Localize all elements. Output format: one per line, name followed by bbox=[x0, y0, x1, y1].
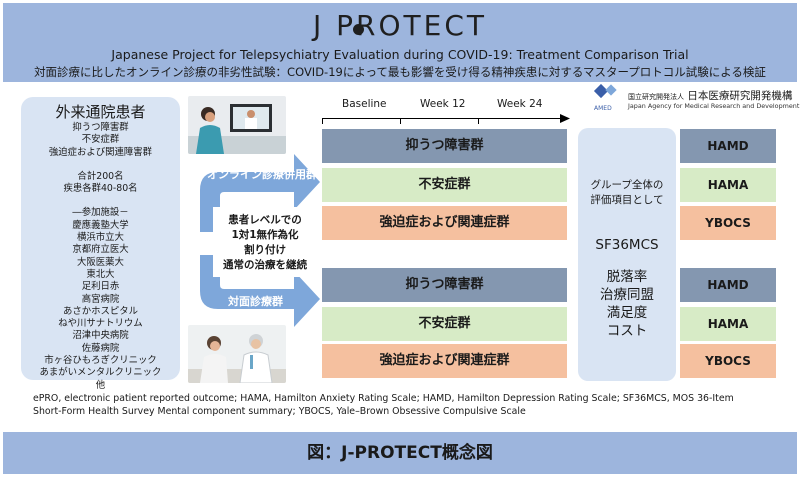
header-banner: J PROTECT Japanese Project for Telepsych… bbox=[3, 3, 797, 82]
site-item: 慶應義塾大学 bbox=[72, 219, 129, 231]
online-anxiety-group: 不安症群 bbox=[322, 168, 567, 202]
online-arm-label: オンライン診療併用群 bbox=[207, 168, 317, 181]
abbreviations-footnote: ePRO, electronic patient reported outcom… bbox=[33, 392, 793, 418]
amed-name-small: 国立研究開発法人 bbox=[628, 93, 684, 101]
amed-mark-text: AMED bbox=[594, 105, 612, 112]
disorder-item: 不安症群 bbox=[81, 134, 120, 146]
site-item: 市ヶ谷ひもろぎクリニック bbox=[44, 355, 157, 367]
timeline-axis bbox=[322, 118, 567, 119]
logo-dot bbox=[353, 24, 364, 35]
disorder-item: 抑うつ障害群 bbox=[72, 122, 129, 133]
site-item: 高宮病院 bbox=[81, 293, 120, 305]
secondary-outcome: 治療同盟 bbox=[600, 287, 654, 303]
randomization-box: 患者レベルでの 1対1無作為化 割り付け 通常の治療を継続 bbox=[213, 207, 317, 277]
secondary-outcome: コスト bbox=[606, 323, 648, 339]
disorder-item: 強迫症および関連障害群 bbox=[48, 146, 153, 158]
timeline-tick bbox=[400, 118, 401, 124]
global-lead-line: グループ全体の bbox=[590, 179, 664, 191]
randomization-line: 通常の治療を継続 bbox=[223, 259, 307, 271]
randomization-line: 1対1無作為化 bbox=[231, 229, 299, 241]
face-to-face-arm-label: 対面診療群 bbox=[228, 295, 283, 308]
face-to-face-arm-arrow bbox=[200, 255, 320, 327]
timeline-week24: Week 24 bbox=[497, 98, 543, 110]
site-item: 大阪医薬大 bbox=[77, 256, 124, 268]
randomization-line: 患者レベルでの bbox=[228, 214, 302, 226]
total-item: 疾患各群40-80名 bbox=[63, 183, 138, 195]
face-to-face-anxiety-scale: HAMA bbox=[680, 307, 776, 341]
face-to-face-ocd-group: 強迫症および関連症群 bbox=[322, 344, 567, 378]
amed-name-en: Japan Agency for Medical Research and De… bbox=[628, 102, 800, 110]
online-ocd-scale: YBOCS bbox=[680, 206, 776, 240]
online-depressive-scale: HAMD bbox=[680, 129, 776, 163]
title-japanese: 対面診療に比したオンライン診療の非劣性試験：COVID-19によって最も影響を受… bbox=[34, 65, 766, 79]
footnote-line: Short-Form Health Survey Mental componen… bbox=[33, 406, 526, 417]
global-lead-line: 評価項目として bbox=[590, 194, 664, 206]
patients-title: 外来通院患者 bbox=[55, 103, 146, 121]
figure-caption: 図：J-PROTECT概念図 bbox=[3, 432, 797, 474]
online-arm-arrow bbox=[200, 154, 320, 232]
face-to-face-depressive-group: 抑うつ障害群 bbox=[322, 268, 567, 302]
j-protect-logo: J PROTECT bbox=[3, 9, 797, 43]
timeline-arrowhead bbox=[560, 114, 570, 123]
site-item: 他 bbox=[95, 379, 106, 391]
face-to-face-depressive-scale: HAMD bbox=[680, 268, 776, 302]
secondary-outcome: 脱落率 bbox=[606, 269, 648, 285]
primary-outcome: SF36MCS bbox=[595, 237, 659, 253]
site-item: 沼津中央病院 bbox=[72, 330, 129, 342]
online-depressive-group: 抑うつ障害群 bbox=[322, 129, 567, 163]
randomization-line: 割り付け bbox=[244, 244, 286, 256]
face-to-face-ocd-scale: YBOCS bbox=[680, 344, 776, 378]
face-to-face-anxiety-group: 不安症群 bbox=[322, 307, 567, 341]
logo-text: J PROTECT bbox=[313, 9, 487, 42]
timeline-tick bbox=[322, 118, 323, 124]
site-item: あさかホスピタル bbox=[62, 305, 138, 317]
timeline-baseline: Baseline bbox=[342, 98, 387, 110]
footnote-line: ePRO, electronic patient reported outcom… bbox=[33, 393, 734, 404]
patients-panel: 外来通院患者 抑うつ障害群 不安症群 強迫症および関連障害群 合計200名 疾患… bbox=[21, 97, 180, 391]
face-to-face-photo bbox=[188, 325, 286, 383]
amed-name-jp: 国立研究開発法人 日本医療研究開発機構 bbox=[628, 88, 792, 103]
timeline-week12: Week 12 bbox=[420, 98, 466, 110]
site-item: 東北大 bbox=[86, 268, 115, 280]
total-item: 合計200名 bbox=[77, 170, 124, 182]
site-item: 京都府立医大 bbox=[72, 244, 129, 256]
site-item: 足利日赤 bbox=[81, 281, 120, 293]
site-item: 横浜市立大 bbox=[77, 232, 124, 244]
secondary-outcome: 満足度 bbox=[606, 305, 648, 321]
online-ocd-group: 強迫症および関連症群 bbox=[322, 206, 567, 240]
amed-logo-mark: AMED bbox=[593, 84, 617, 112]
site-item: ねや川サナトリウム bbox=[58, 318, 143, 330]
title-english: Japanese Project for Telepsychiatry Eval… bbox=[111, 47, 689, 62]
sites-header: ―参加施設－ bbox=[72, 207, 129, 219]
online-anxiety-scale: HAMA bbox=[680, 168, 776, 202]
site-item: あまがいメンタルクリニック bbox=[39, 367, 162, 379]
global-outcomes-panel: グループ全体の 評価項目として SF36MCS 脱落率 治療同盟 満足度 コスト bbox=[578, 128, 676, 381]
online-consultation-photo bbox=[188, 96, 286, 154]
timeline-tick bbox=[478, 118, 479, 124]
site-item: 佐藤病院 bbox=[81, 342, 120, 354]
amed-name-main: 日本医療研究開発機構 bbox=[687, 90, 793, 102]
